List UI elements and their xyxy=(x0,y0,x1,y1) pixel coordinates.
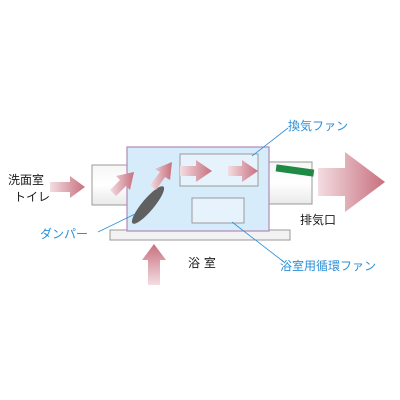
circulation-fan-box xyxy=(191,197,245,224)
inlet-internal-arrow xyxy=(110,172,134,196)
exhaust-flow-arrow-2 xyxy=(228,160,258,182)
exhaust-fan-label: 換気ファン xyxy=(288,119,349,133)
damper-leader xyxy=(97,213,136,233)
inlet-arrow xyxy=(50,176,85,198)
washroom-label-line2: トイレ xyxy=(14,190,51,204)
exhaust-outlet-arrow xyxy=(318,152,385,212)
exhaust-flow-arrow-1 xyxy=(180,160,212,182)
rising-arrow xyxy=(150,162,172,190)
bathroom-intake-arrow xyxy=(142,244,166,285)
outlet-fitting xyxy=(275,164,315,177)
exhaust-fan-leader xyxy=(251,127,289,157)
washroom-label-line1: 洗面室 xyxy=(8,173,45,187)
exhaust-port-label: 排気口 xyxy=(300,213,337,227)
circulation-fan-label: 浴室用循環ファン xyxy=(280,259,377,273)
damper-flap xyxy=(131,186,165,224)
circulation-fan-leader xyxy=(231,221,285,263)
bathroom-label: 浴 室 xyxy=(188,256,216,270)
damper-label: ダンパー xyxy=(40,227,89,241)
